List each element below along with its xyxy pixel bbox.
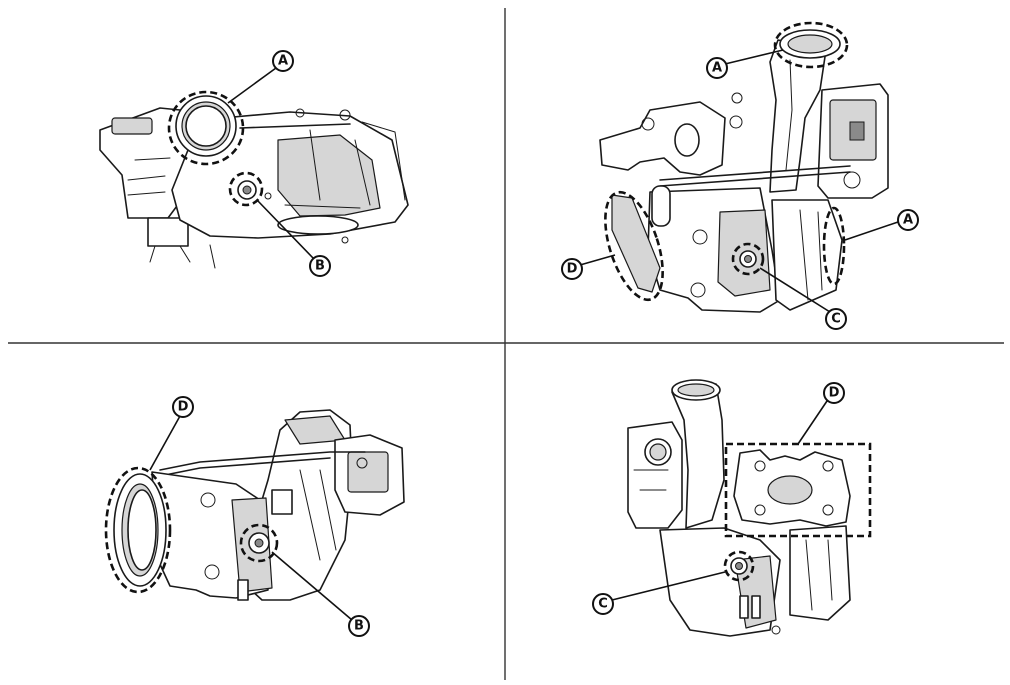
highlight-area-a-side	[822, 206, 846, 286]
panel-top-left-callouts: A B	[227, 50, 331, 277]
callout-label: A	[903, 213, 913, 228]
highlight-area-c	[723, 550, 755, 582]
highlight-area-b	[239, 523, 279, 563]
callout-label: B	[315, 259, 325, 274]
callout-c-top-right: C	[825, 308, 847, 330]
callout-b-bottom-left: B	[348, 615, 370, 637]
highlight-area-b	[228, 171, 264, 207]
panel-top-right-callouts: A A D C	[561, 49, 919, 330]
highlight-area-a-inlet	[773, 21, 849, 69]
callout-label: A	[278, 54, 288, 69]
callout-label: A	[712, 61, 722, 76]
panel-top-left-view	[99, 90, 409, 269]
panel-bottom-right-view	[627, 379, 872, 637]
panel-bottom-left-view	[104, 409, 405, 601]
callout-label: B	[354, 619, 364, 634]
callout-label: C	[831, 312, 841, 327]
callout-a-top-right-side: A	[897, 209, 919, 231]
panel-top-right-view	[599, 21, 889, 313]
callout-d-bottom-left: D	[172, 396, 194, 418]
callout-label: C	[598, 597, 608, 612]
callout-c-bottom-right: C	[592, 593, 614, 615]
callout-d-top-right: D	[561, 258, 583, 280]
callout-a-top-left: A	[272, 50, 294, 72]
highlight-area-d	[604, 190, 664, 302]
highlight-area-d	[104, 466, 172, 594]
panel-bottom-left-callouts: D B	[149, 396, 370, 637]
highlight-area-a	[167, 90, 245, 166]
callout-b-top-left: B	[309, 255, 331, 277]
panel-bottom-right-callouts: D C	[592, 382, 845, 615]
callout-d-bottom-right: D	[823, 382, 845, 404]
callout-label: D	[178, 400, 189, 415]
callout-label: D	[567, 262, 578, 277]
callout-a-top-right-inlet: A	[706, 57, 728, 79]
callout-label: D	[829, 386, 840, 401]
highlight-area-c	[731, 242, 765, 276]
